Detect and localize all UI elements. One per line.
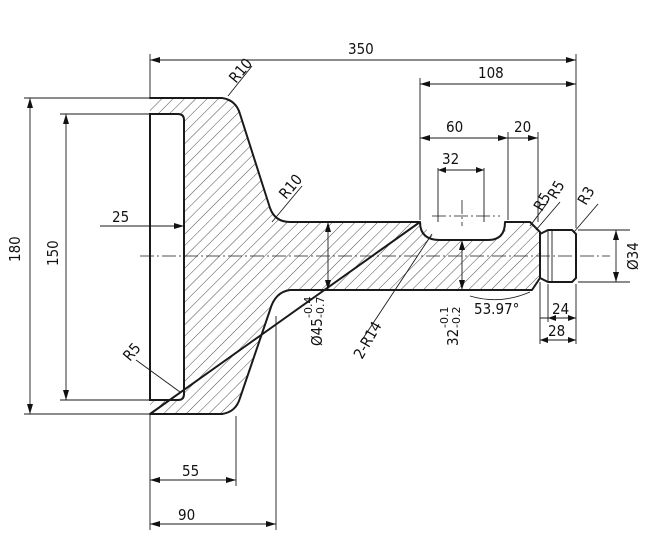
dim-shaft-dia-group: Ø45 -0.4 -0.7 (302, 297, 327, 346)
dim-shaft-tol-upper: -0.4 (302, 297, 315, 318)
dim-24: 24 (552, 300, 569, 318)
dim-2-r14: 2-R14 (350, 318, 386, 362)
dim-shaft-tol-lower: -0.7 (314, 297, 327, 318)
dim-60: 60 (446, 118, 463, 136)
dim-shaft-dia: Ø45 (308, 318, 326, 346)
dim-28: 28 (548, 322, 565, 340)
dim-32-top: 32 (442, 150, 459, 168)
dim-20: 20 (514, 118, 531, 136)
dim-55: 55 (182, 462, 199, 480)
dim-slot-tol-upper: -0.1 (438, 307, 451, 328)
dim-r10-top: R10 (225, 55, 256, 87)
dim-150: 150 (44, 240, 62, 266)
dim-90: 90 (178, 506, 195, 524)
dim-350: 350 (348, 40, 374, 58)
slot-hidden-lines (437, 168, 485, 222)
dim-180: 180 (6, 236, 24, 262)
dim-108: 108 (478, 64, 504, 82)
part-outline (149, 97, 541, 415)
dim-r10-fillet: R10 (275, 171, 306, 203)
centerlines (140, 200, 610, 257)
extension-lines (24, 54, 630, 530)
head-cavity (149, 113, 185, 401)
dim-slot-dia-group: 32 -0.1 -0.2 (438, 307, 463, 346)
dim-angle: 53.97° (474, 300, 519, 318)
leader-lines (135, 65, 599, 393)
dim-end-dia: Ø34 (624, 242, 642, 270)
dim-r5-corner: R5 (119, 339, 144, 364)
dim-r3: R3 (574, 183, 599, 208)
dim-slot-tol-lower: -0.2 (450, 307, 463, 328)
dim-slot-dia: 32 (444, 329, 462, 346)
dimension-lines (27, 57, 619, 527)
dim-25: 25 (112, 208, 129, 226)
